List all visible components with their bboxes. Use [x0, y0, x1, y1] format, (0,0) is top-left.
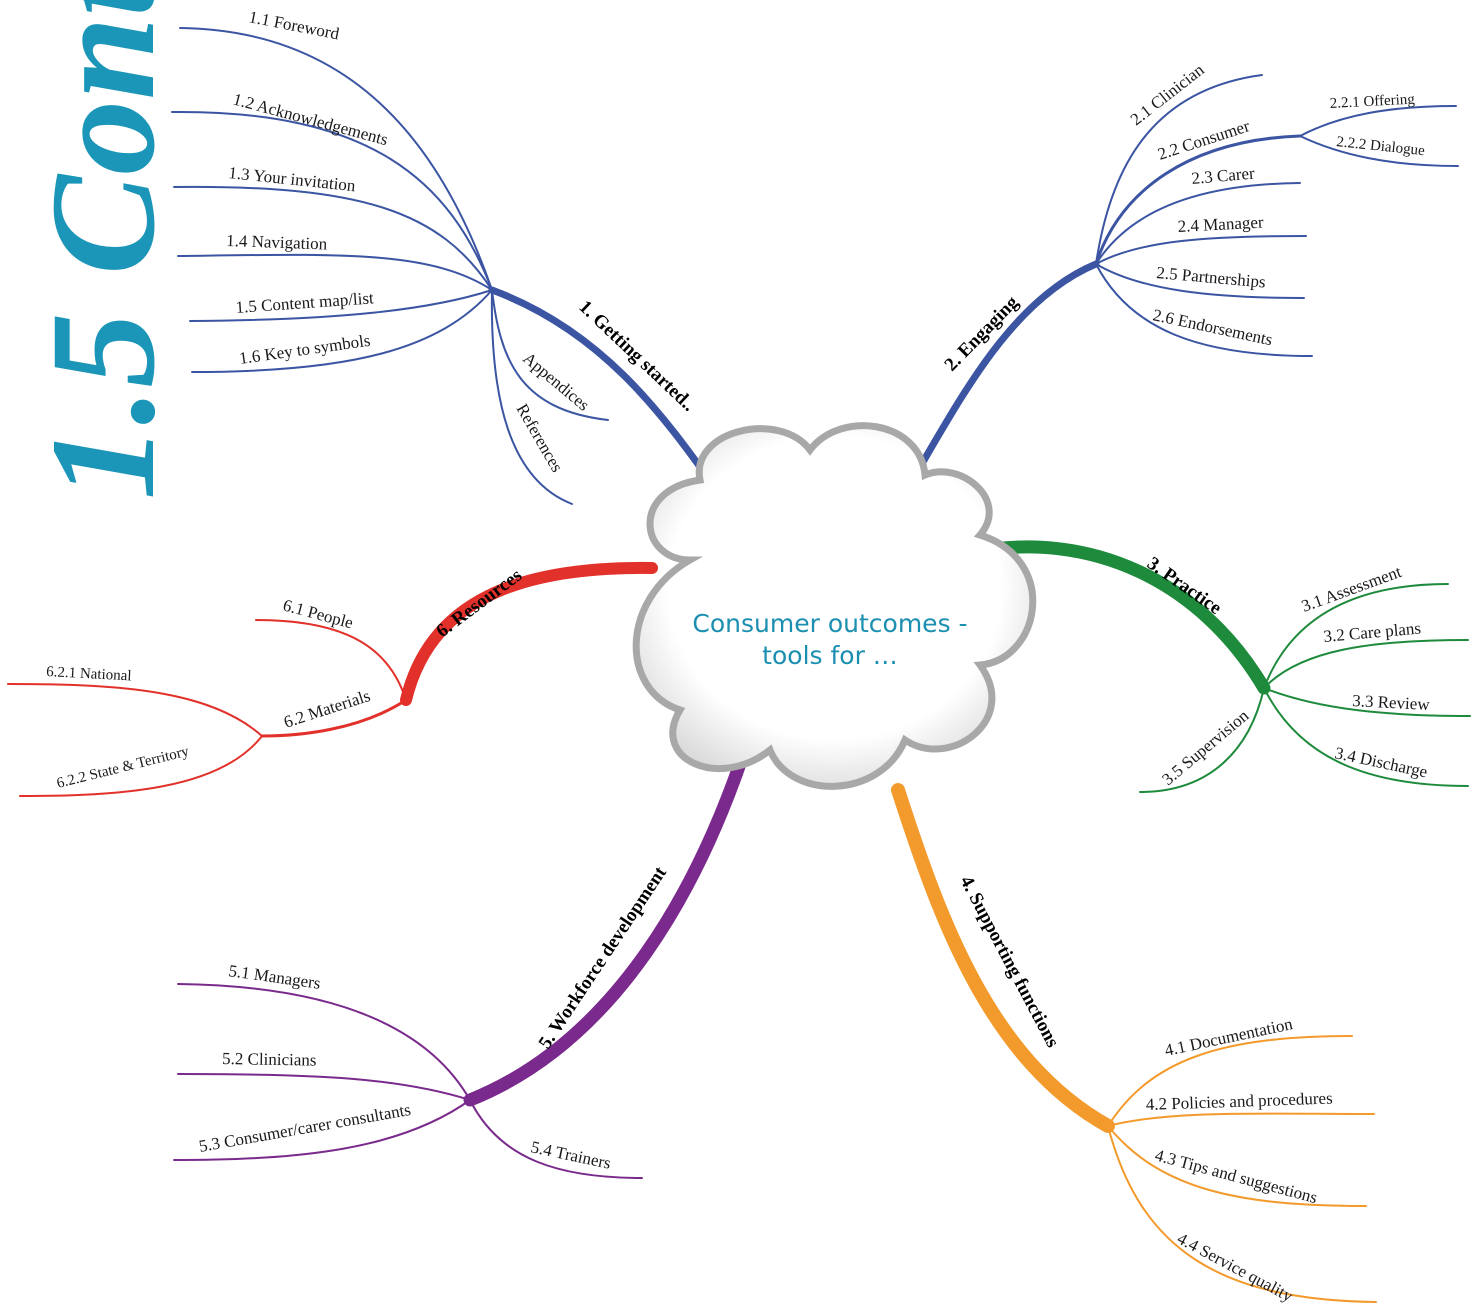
- item-6-1-people[interactable]: 6.1 People: [281, 596, 355, 633]
- item-4-4-service-quality[interactable]: 4.4 Service quality: [1174, 1229, 1296, 1306]
- branch-getting-started: [171, 27, 722, 505]
- item-2-2-1-offering[interactable]: 2.2.1 Offering: [1329, 92, 1415, 112]
- sub-branch-line: [1095, 182, 1301, 265]
- sub-branch-line: [260, 698, 408, 738]
- main-branch-line: [463, 751, 749, 1107]
- sub-branch-line: [1299, 135, 1459, 167]
- main-branch-line: [967, 540, 1271, 695]
- sub-branch-line: [173, 185, 493, 291]
- item-2-2-2-dialogue[interactable]: 2.2.2 Dialogue: [1336, 134, 1426, 159]
- item-2-3-carer[interactable]: 2.3 Carer: [1191, 164, 1256, 188]
- item-2-6-endorsements[interactable]: 2.6 Endorsements: [1151, 305, 1274, 349]
- main-branch-line: [906, 260, 1100, 488]
- branch-label-workforce-development[interactable]: 5. Workforce development: [535, 862, 672, 1052]
- sub-branch-line: [1095, 263, 1313, 357]
- item-references[interactable]: References: [513, 401, 567, 476]
- sub-branch-line: [1263, 583, 1449, 689]
- item-6-2-materials[interactable]: 6.2 Materials: [281, 686, 372, 732]
- sub-branch-line: [1263, 639, 1469, 689]
- item-6-2-1-national[interactable]: 6.2.1 National: [46, 664, 132, 684]
- sub-branch-line: [1139, 687, 1265, 793]
- item-5-3-consumer-carer-consultants[interactable]: 5.3 Consumer/carer consultants: [197, 1100, 412, 1156]
- item-4-1-documentation[interactable]: 4.1 Documentation: [1163, 1014, 1295, 1060]
- item-1-6-key-to-symbols[interactable]: 1.6 Key to symbols: [238, 331, 372, 368]
- item-4-2-policies-and-procedures[interactable]: 4.2 Policies and procedures: [1145, 1088, 1333, 1114]
- item-2-4-manager[interactable]: 2.4 Manager: [1177, 213, 1264, 236]
- sub-branch-line: [1107, 1035, 1353, 1127]
- item-2-2-consumer[interactable]: 2.2 Consumer: [1155, 116, 1252, 164]
- sub-branch-line: [191, 289, 493, 373]
- sub-branch-line: [1263, 687, 1469, 787]
- item-3-4-discharge[interactable]: 3.4 Discharge: [1333, 743, 1429, 781]
- sub-branch-line: [491, 289, 609, 421]
- item-5-2-clinicians[interactable]: 5.2 Clinicians: [222, 1049, 317, 1070]
- sub-branch-line: [1107, 1125, 1377, 1303]
- sub-branch-line: [1095, 263, 1305, 299]
- branch-supporting-functions: [891, 783, 1377, 1303]
- branch-engaging: [906, 74, 1459, 488]
- sub-branch-line: [1263, 687, 1471, 717]
- central-topic[interactable]: Consumer outcomes - tools for …: [650, 608, 1010, 672]
- sub-branch-line: [177, 1073, 471, 1101]
- branch-practice: [967, 540, 1471, 793]
- sub-branch-line: [1107, 1125, 1367, 1207]
- sub-branch-line: [171, 110, 493, 291]
- branch-label-getting-started[interactable]: 1. Getting started...: [0, 0, 699, 416]
- sub-branch-line: [1107, 1112, 1375, 1127]
- branch-workforce-development: [173, 751, 749, 1179]
- item-1-2-acknowledgements[interactable]: 1.2 Acknowledgements: [231, 90, 390, 150]
- item-1-4-navigation[interactable]: 1.4 Navigation: [226, 231, 328, 254]
- sub-branch-line: [177, 253, 493, 291]
- sub-branch-line: [1299, 105, 1457, 137]
- item-4-3-tips-and-suggestions[interactable]: 4.3 Tips and suggestions: [1153, 1146, 1319, 1208]
- item-2-5-partnerships[interactable]: 2.5 Partnerships: [1156, 263, 1267, 291]
- branch-label-resources[interactable]: 6. Resources: [432, 565, 526, 642]
- sub-branch-line: [189, 289, 493, 322]
- sub-branch-line: [1095, 235, 1307, 265]
- central-topic-line-1: Consumer outcomes -: [692, 609, 968, 638]
- main-branch-line: [400, 561, 658, 706]
- item-5-4-trainers[interactable]: 5.4 Trainers: [529, 1137, 612, 1172]
- main-branch-line: [891, 783, 1115, 1133]
- sub-branch-line: [19, 735, 263, 797]
- sub-branch-line: [173, 1099, 471, 1161]
- cloud-shape: [632, 422, 1037, 790]
- sub-branch-line: [469, 1099, 643, 1179]
- sub-branch-line: [1095, 74, 1263, 265]
- sub-branch-line: [1094, 134, 1302, 266]
- sub-branch-line: [7, 683, 263, 737]
- main-branch-line: [488, 286, 722, 496]
- sub-branch-line: [179, 27, 493, 291]
- central-cloud: [632, 422, 1037, 790]
- sub-branch-line: [255, 619, 407, 701]
- item-3-3-review[interactable]: 3.3 Review: [1352, 691, 1431, 714]
- sub-branch-line: [177, 983, 471, 1101]
- central-topic-line-2: tools for …: [762, 641, 898, 670]
- item-1-5-content-map[interactable]: 1.5 Content map/list: [235, 288, 375, 317]
- sub-branch-line: [490, 289, 573, 505]
- branch-resources: [7, 561, 658, 797]
